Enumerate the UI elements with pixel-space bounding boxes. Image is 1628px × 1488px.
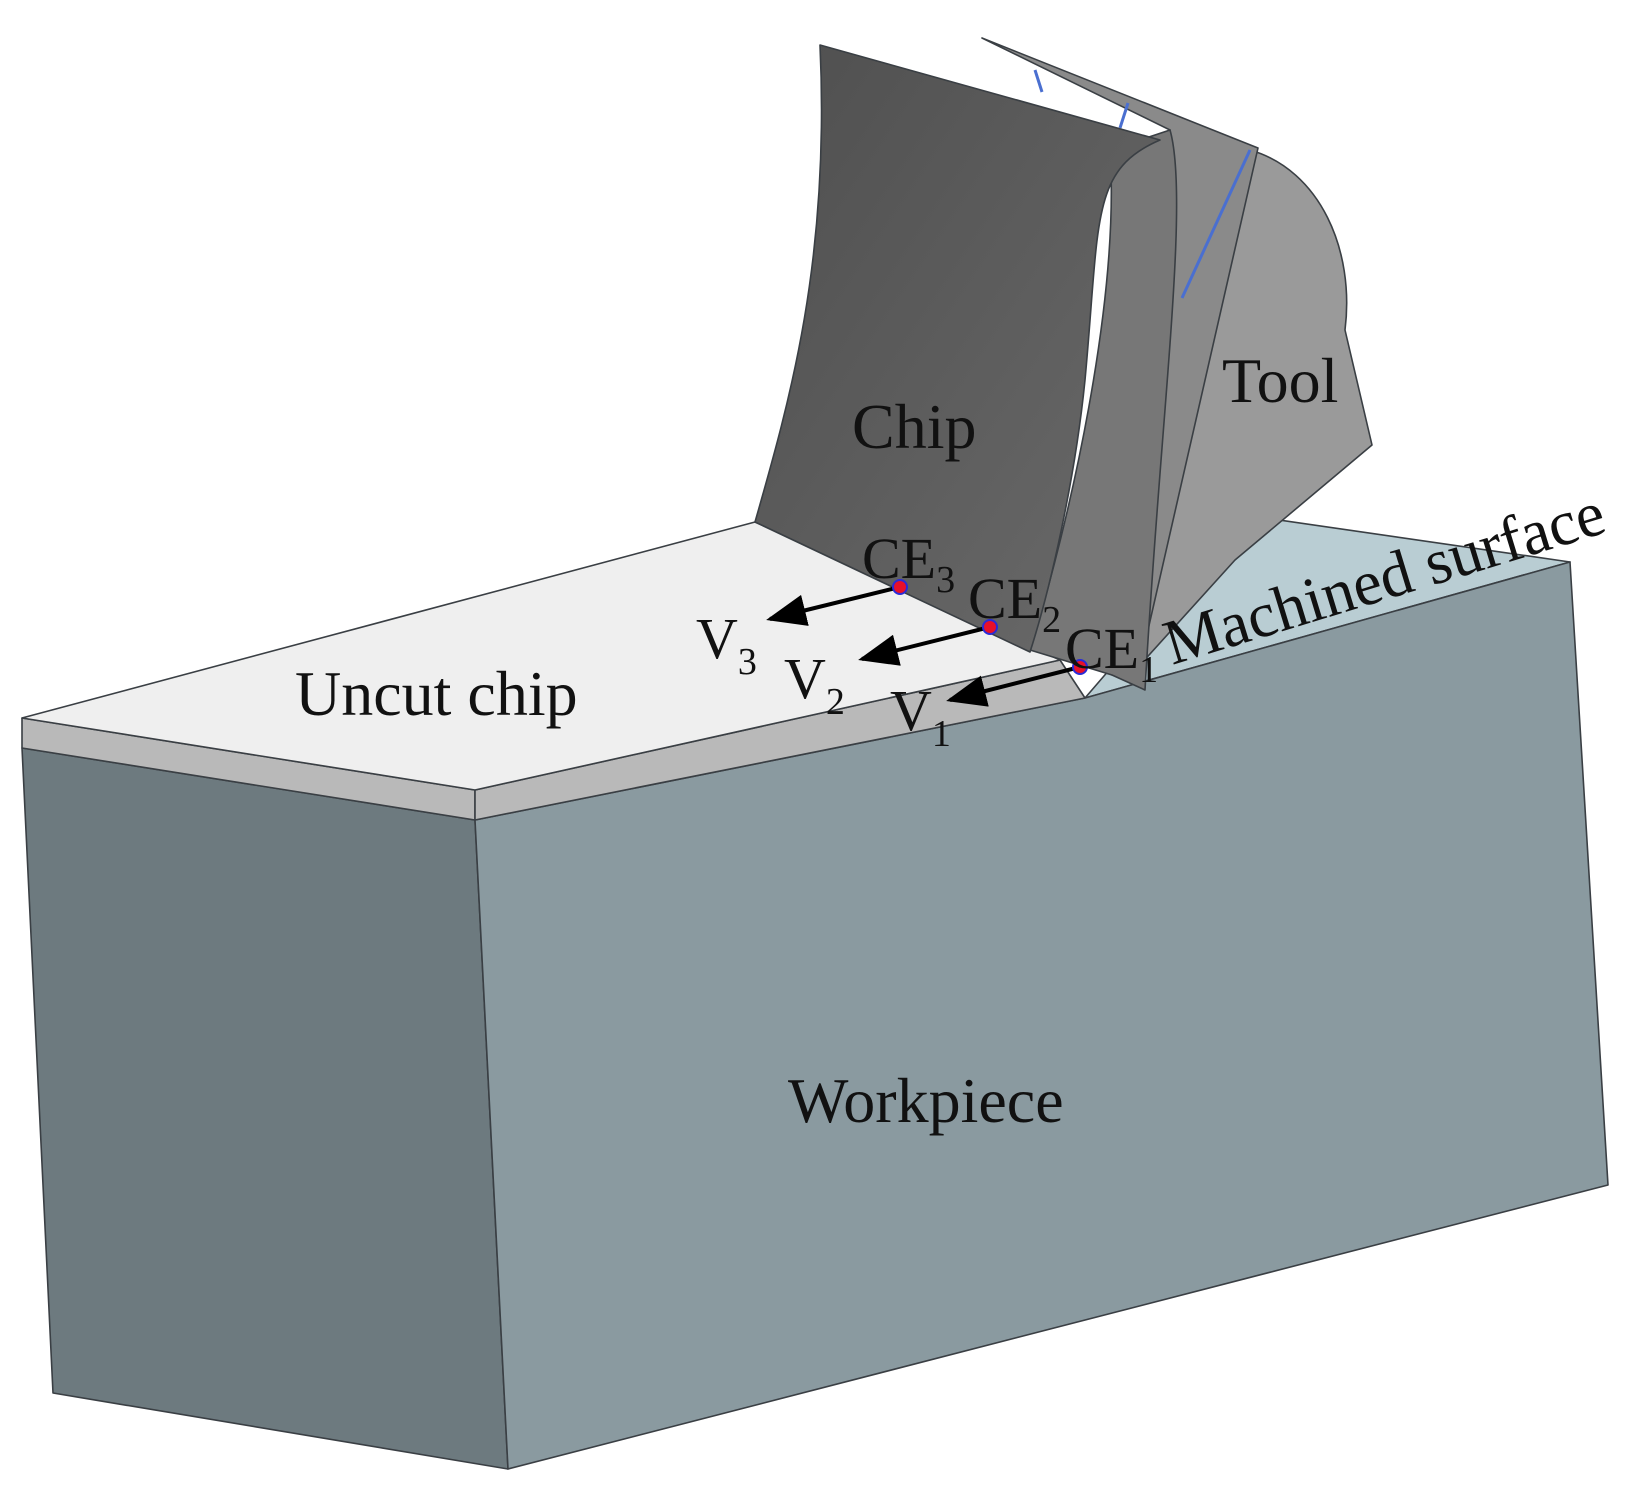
chip-face (754, 44, 1161, 653)
workpiece-left-face (21, 747, 509, 1470)
velocity-arrow-3 (766, 585, 901, 626)
workpiece-label: Workpiece (788, 1065, 1064, 1136)
uncut-chip-label: Uncut chip (295, 658, 578, 729)
tool-top-line-2 (1118, 102, 1130, 129)
contact-point-ce2 (982, 619, 998, 635)
chip-side (1029, 129, 1178, 691)
uncut-chip-top-face (21, 521, 1061, 791)
chip-label: Chip (852, 391, 976, 462)
tool-label: Tool (1222, 345, 1338, 416)
ce2-label: CE2 (968, 566, 1061, 641)
ce1-label: CE1 (1065, 616, 1158, 691)
contact-point-ce1 (1072, 659, 1088, 675)
v3-label: V3 (696, 606, 757, 683)
contact-point-ce3 (892, 579, 908, 595)
velocity-arrow-2 (858, 625, 991, 666)
ce3-label: CE3 (862, 526, 955, 601)
v1-label: V1 (890, 678, 951, 755)
tool-edge-line (1180, 149, 1252, 299)
v2-label: V2 (784, 646, 845, 723)
velocity-arrow-1 (946, 665, 1081, 707)
tool-top-line-1 (1033, 69, 1044, 93)
